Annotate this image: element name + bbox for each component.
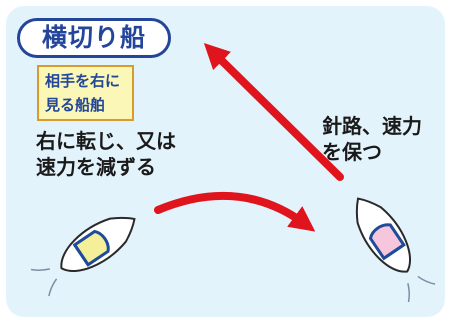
stand-on-boat-icon — [355, 197, 436, 303]
give-way-action-line-1: 右に転じ、又は — [36, 129, 176, 153]
situation-label: 相手を右に 見る船舶 — [37, 65, 134, 121]
diagram-title: 横切り船 — [17, 18, 171, 58]
situation-label-line-2: 見る船舶 — [45, 96, 106, 114]
stand-on-action-line-2: を保つ — [322, 140, 382, 164]
give-way-action-line-2: 速力を減ずる — [36, 155, 156, 179]
give-way-action-text: 右に転じ、又は 速力を減ずる — [36, 128, 176, 180]
stand-on-action-text: 針路、速力 を保つ — [322, 113, 422, 165]
straight-arrow-icon — [203, 43, 344, 181]
stand-on-action-line-1: 針路、速力 — [322, 114, 422, 138]
situation-label-line-1: 相手を右に — [45, 72, 121, 90]
give-way-boat-icon — [30, 216, 136, 297]
curved-arrow-icon — [154, 191, 316, 232]
